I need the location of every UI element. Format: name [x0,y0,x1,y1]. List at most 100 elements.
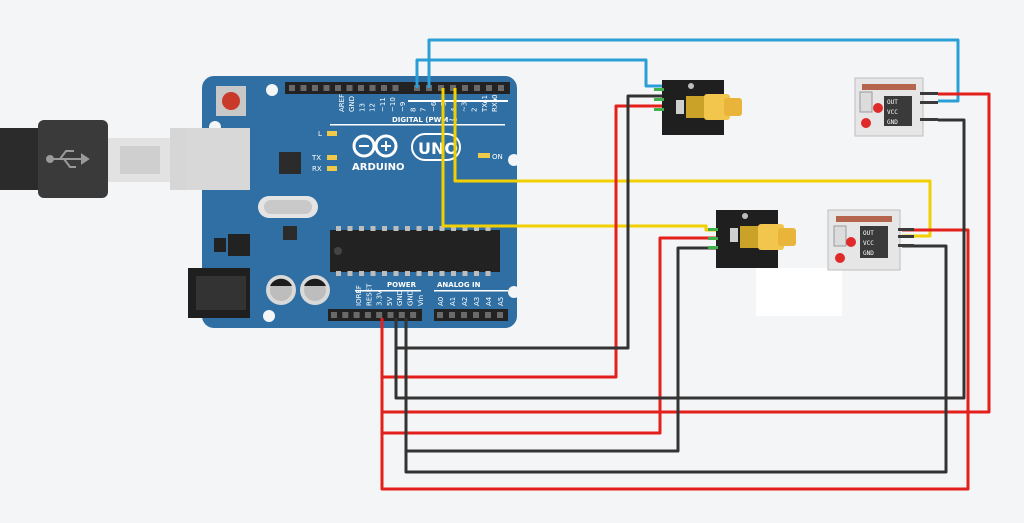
header-pin[interactable] [392,85,399,91]
receiver1-pin-gnd-label: GND [887,119,898,126]
digital-pin-label: TX▸1 [481,95,489,113]
digital-pin-label: 7 [420,108,428,112]
power-header-label: POWER [387,281,417,289]
digital-pin-label: ~9 [399,102,407,112]
receiver2-pin-out-label: OUT [863,230,874,237]
laser-receiver-module-2[interactable]: OUT VCC GND [827,209,914,271]
header-pin[interactable] [461,312,467,318]
led-l-label: L [318,130,322,138]
power-pin-label: Vin [417,295,425,306]
header-pin[interactable] [387,312,394,318]
model-badge [411,133,461,161]
wire-blue-pin6-receiver1[interactable] [427,38,960,103]
header-pin[interactable] [323,85,330,91]
model-label: UNO [418,139,458,158]
wire-blue-pin7-transmitter1[interactable] [415,58,662,88]
digital-pin-label: ~10 [389,97,397,112]
header-pin[interactable] [449,312,455,318]
receiver2-pin-gnd-label: GND [863,250,874,257]
analog-pin-label: A0 [437,297,445,306]
led-on-label: ON [492,153,503,161]
led-on [478,153,490,158]
header-pin[interactable] [289,85,295,91]
power-pin-label: 3.3V [376,290,384,306]
digital-pin-label: ~3 [460,102,468,112]
laser-receiver-module-1[interactable]: OUT VCC GND [854,77,938,137]
header-pin[interactable] [450,85,456,91]
reset-button[interactable] [216,86,246,116]
led-rx-label: RX [312,165,322,173]
wires [380,38,991,491]
digital-pin-label: 2 [471,108,479,112]
header-pin[interactable] [346,85,353,91]
analog-pin-label: A3 [473,297,481,306]
usb-chip [279,152,301,174]
brand-label: ARDUINO [352,162,404,173]
header-pin[interactable] [410,312,417,318]
wire-black-gnd-receiver1[interactable] [394,118,966,400]
header-pin[interactable] [342,312,349,318]
power-pin-label: GND [407,290,415,306]
digital-pin-label: RX◂0 [491,94,499,112]
wire-black-gnd-receiver2[interactable] [404,244,948,474]
header-pin[interactable] [398,312,405,318]
capacitor [266,275,296,305]
usb-port [186,128,250,190]
led-tx-label: TX [311,154,321,162]
digital-header-label: DIGITAL (PWM~) [392,116,457,124]
blank-area [756,268,842,316]
led-tx [327,155,337,160]
header-pin[interactable] [474,85,480,91]
header-pin[interactable] [312,85,318,91]
power-pin-label: IOREF [355,285,363,306]
digital-pin-label: 8 [409,108,417,112]
mounting-hole [263,310,275,322]
power-pin-label: 5V [386,297,394,306]
header-pin[interactable] [486,85,492,91]
usb-symbol-icon [46,150,90,168]
mounting-hole [508,286,520,298]
digital-pin-label: GND [348,96,356,112]
analog-pin-label: A2 [461,297,469,306]
header-pin[interactable] [498,85,504,91]
mounting-hole [266,84,278,96]
header-pin[interactable] [473,312,479,318]
analog-pin-label: A1 [449,297,457,306]
receiver2-pin-vcc-label: VCC [863,240,874,247]
header-pin[interactable] [438,85,444,91]
laser-transmitter-module-2[interactable] [708,210,796,268]
header-pin[interactable] [335,85,341,91]
header-pin[interactable] [353,312,360,318]
digital-pin-label: 12 [369,103,377,112]
power-pin-label: RESET [365,283,373,306]
power-pin-label: GND [396,290,404,306]
header-pin[interactable] [331,312,337,318]
wire-yellow-pin4-transmitter2[interactable] [453,88,932,238]
power-header [328,309,422,321]
header-pin[interactable] [437,312,443,318]
header-pin[interactable] [497,312,503,318]
capacitor [300,275,330,305]
header-pin[interactable] [376,312,383,318]
receiver1-pin-out-label: OUT [887,99,898,106]
header-pin[interactable] [369,85,376,91]
analog-pin-label: A4 [485,296,493,306]
wire-red-5v-receiver2[interactable] [380,228,970,491]
arduino-logo-icon [352,134,398,158]
receiver1-pin-vcc-label: VCC [887,109,898,116]
header-pin[interactable] [462,85,468,91]
arduino-uno-board: L TX RX ON ARDUINO UNO DIGITAL (PWM~) AR… [186,76,520,328]
digital-pin-label: ~11 [379,97,387,112]
led-rx [327,166,337,171]
header-pin[interactable] [381,85,387,91]
crystal-oscillator [258,196,318,218]
header-pin[interactable] [485,312,491,318]
laser-transmitter-module-1[interactable] [654,80,742,135]
atmega-microcontroller [330,226,500,276]
header-pin[interactable] [364,312,371,318]
mounting-hole [508,154,520,166]
led-l [327,131,337,136]
header-pin[interactable] [358,85,364,91]
header-pin[interactable] [300,85,307,91]
